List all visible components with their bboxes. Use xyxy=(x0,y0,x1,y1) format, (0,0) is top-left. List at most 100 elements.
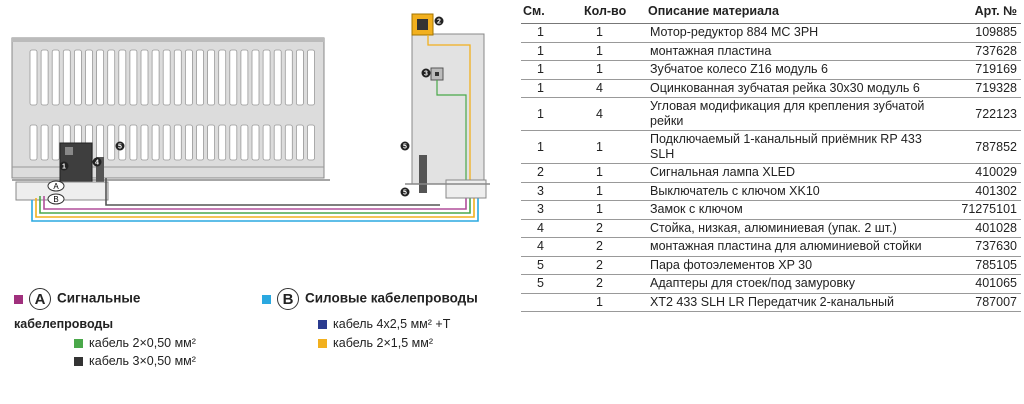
gate-slot xyxy=(29,49,38,106)
cell-qty: 1 xyxy=(584,200,648,220)
cell-pos: 5 xyxy=(521,256,584,275)
cell-pos: 1 xyxy=(521,130,584,164)
gate-slot xyxy=(40,49,49,106)
legend-item-power-1: кабель 4x2,5 мм² +T xyxy=(318,317,450,331)
cable-label-b: B xyxy=(47,193,65,205)
svg-text:5: 5 xyxy=(403,190,407,197)
gate-slot xyxy=(40,124,49,161)
cell-art: 722123 xyxy=(947,97,1021,131)
svg-text:5: 5 xyxy=(118,144,122,151)
gate-slot xyxy=(107,124,116,161)
position-marker-3: 3 xyxy=(421,68,431,78)
gate-slot xyxy=(295,124,304,161)
header-art: Арт. № xyxy=(947,2,1021,24)
cell-art: 719328 xyxy=(947,79,1021,98)
gate-lower-slots xyxy=(29,124,315,161)
gate-slot xyxy=(162,124,171,161)
gate-slot xyxy=(140,124,149,161)
cell-desc: Адаптеры для стоек/под замуровку xyxy=(648,274,947,294)
cell-qty: 1 xyxy=(584,163,648,183)
gate-slot xyxy=(273,124,282,161)
cell-desc: Выключатель с ключом XK10 xyxy=(648,182,947,201)
cell-desc: монтажная пластина для алюминиевой стойк… xyxy=(648,237,947,257)
cell-art: 787007 xyxy=(947,293,1021,312)
gate-slot xyxy=(151,124,160,161)
badge-a: A xyxy=(29,288,51,310)
gate-slot xyxy=(207,124,216,161)
gate-slot xyxy=(96,124,104,161)
legend-item-signal-2: кабель 3×0,50 мм² xyxy=(74,354,196,368)
gate-slot xyxy=(51,49,60,106)
cell-art: 737630 xyxy=(947,237,1021,257)
cell-qty: 2 xyxy=(584,219,648,238)
pillar-wiring xyxy=(427,35,471,180)
cell-art: 737628 xyxy=(947,42,1021,61)
gate-slot xyxy=(29,124,38,161)
gate-slot xyxy=(85,49,93,106)
cell-art: 71275101 xyxy=(947,200,1021,220)
gate-slot xyxy=(51,124,60,161)
cell-desc: монтажная пластина xyxy=(648,42,947,61)
cable-routes xyxy=(31,178,479,222)
cell-pos: 2 xyxy=(521,163,584,183)
legend-item-signal-1: кабель 2×0,50 мм² xyxy=(74,336,196,350)
cell-pos: 4 xyxy=(521,219,584,238)
position-marker-5: 5 xyxy=(400,141,410,151)
gate-slot xyxy=(251,124,260,161)
signal-color-swatch xyxy=(14,294,23,304)
cell-desc: Пара фотоэлементов XP 30 xyxy=(648,256,947,275)
cell-desc: Оцинкованная зубчатая рейка 30x30 модуль… xyxy=(648,79,947,98)
gate-slot xyxy=(196,49,204,106)
gate-slot xyxy=(74,49,82,106)
position-marker-4: 4 xyxy=(92,157,102,167)
power-cable-2-swatch xyxy=(318,339,327,349)
svg-text:2: 2 xyxy=(437,19,441,26)
gate-slot xyxy=(240,124,249,161)
gate-slot xyxy=(162,49,171,106)
cell-qty: 1 xyxy=(584,23,648,43)
header-pos: См. xyxy=(521,2,584,24)
cell-desc: Замок с ключом xyxy=(648,200,947,220)
cell-qty: 2 xyxy=(584,237,648,257)
signal-title-line2: кабелепроводы xyxy=(14,317,114,331)
cell-art: 719169 xyxy=(947,60,1021,80)
cell-desc: Сигнальная лампа XLED xyxy=(648,163,947,183)
cell-desc: Стойка, низкая, алюминиевая (упак. 2 шт.… xyxy=(648,219,947,238)
cell-pos: 5 xyxy=(521,274,584,294)
gate-slot xyxy=(251,49,260,106)
gate-slot xyxy=(151,49,160,106)
legend-item-power-2: кабель 2×1,5 мм² xyxy=(318,336,433,350)
cell-pos: 1 xyxy=(521,42,584,61)
header-qty: Кол-во xyxy=(584,2,648,24)
signal-cable-2-swatch xyxy=(74,357,83,367)
cell-qty: 1 xyxy=(584,130,648,164)
left-post-photocell xyxy=(96,157,104,190)
position-marker-1: 1 xyxy=(59,161,69,171)
svg-text:3: 3 xyxy=(424,71,428,78)
cell-qty: 2 xyxy=(584,274,648,294)
svg-text:B: B xyxy=(53,195,58,204)
gate-slot xyxy=(207,49,216,106)
gate-slot xyxy=(129,124,138,161)
cell-qty: 1 xyxy=(584,42,648,61)
cell-pos: 1 xyxy=(521,97,584,131)
gate-slot xyxy=(284,49,293,106)
svg-text:1: 1 xyxy=(62,164,66,171)
table-header-row: См. Кол-во Описание материала Арт. № xyxy=(521,2,1021,24)
power-cable-1-label: кабель 4x2,5 мм² +T xyxy=(333,317,451,331)
signal-cable-1-swatch xyxy=(74,339,83,349)
cell-qty: 4 xyxy=(584,79,648,98)
right-foundation-box xyxy=(445,179,487,199)
badge-b: B xyxy=(277,288,299,310)
cell-pos: 1 xyxy=(521,23,584,43)
